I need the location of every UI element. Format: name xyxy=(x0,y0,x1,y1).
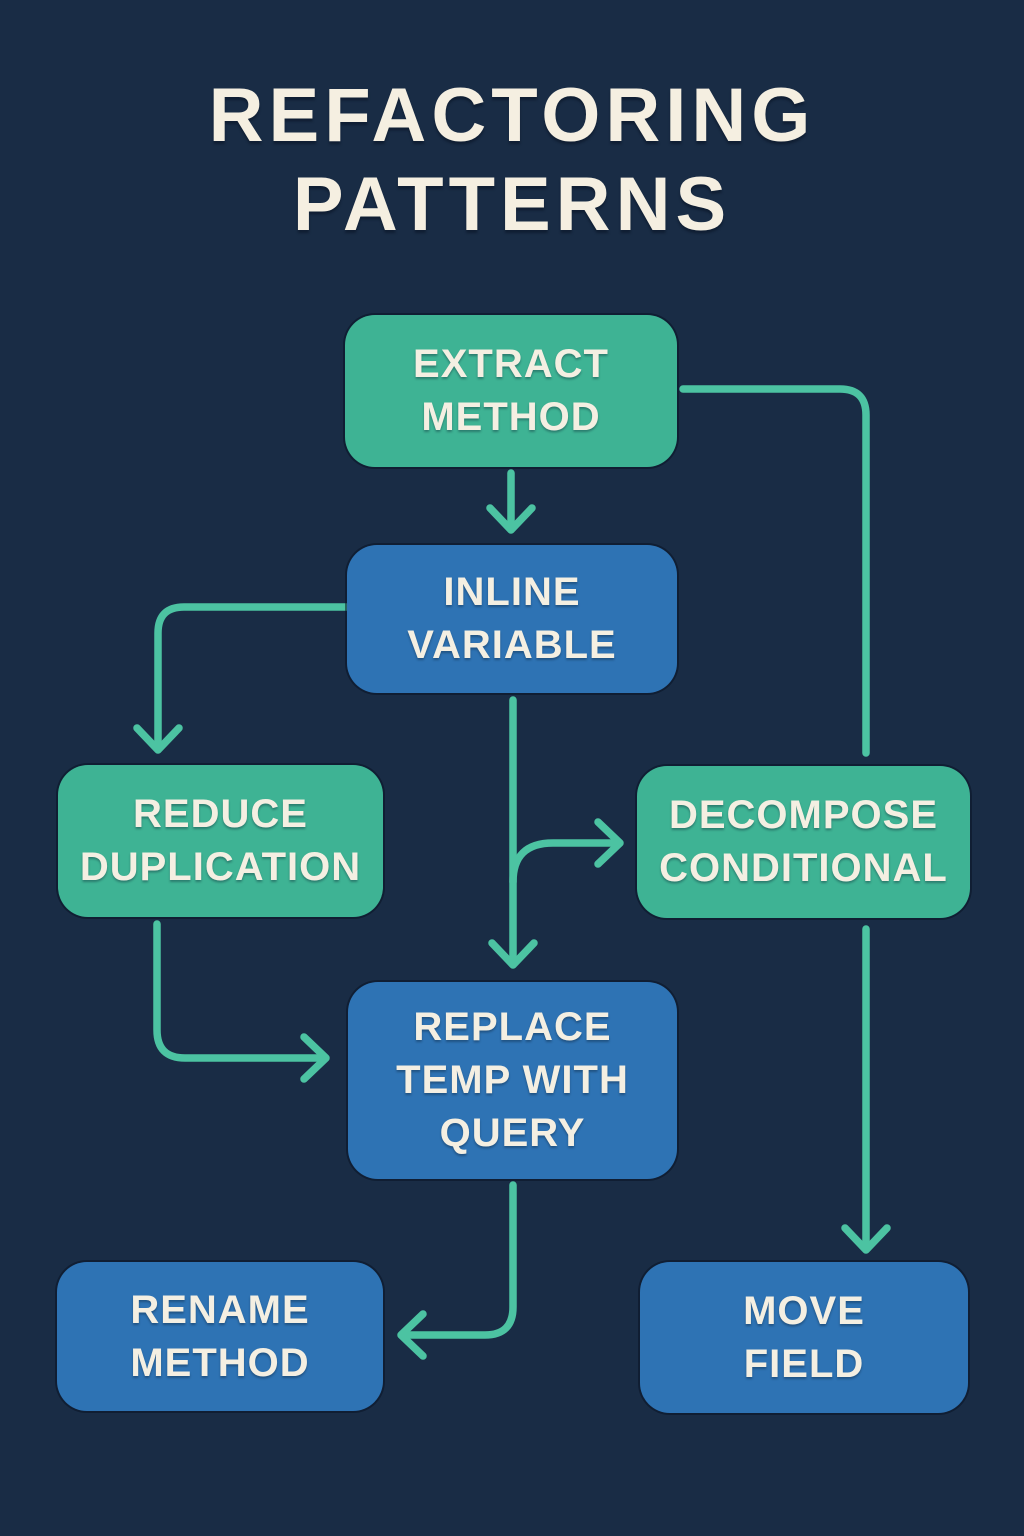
edge-replace-temp-with-query-to-rename-method xyxy=(397,1181,517,1360)
node-label: EXTRACT METHOD xyxy=(413,342,609,439)
arrowhead-down-icon xyxy=(133,724,183,754)
node-replace-temp-with-query: REPLACE TEMP WITH QUERY xyxy=(348,982,677,1179)
edge-inline-variable-to-decompose-conditional xyxy=(509,818,624,886)
page-title: REFACTORING PATTERNS xyxy=(0,72,1024,250)
node-label: REPLACE TEMP WITH QUERY xyxy=(396,1005,629,1155)
arrowhead-left-icon xyxy=(397,1310,427,1360)
arrowhead-right-icon xyxy=(300,1033,330,1083)
node-move-field: MOVE FIELD xyxy=(640,1262,968,1413)
node-inline-variable: INLINE VARIABLE xyxy=(347,545,677,693)
node-label: RENAME METHOD xyxy=(130,1287,310,1385)
edge-reduce-duplication-to-replace-temp-with-query xyxy=(153,920,330,1083)
node-label: REDUCE DUPLICATION xyxy=(79,792,362,889)
arrowhead-down-icon xyxy=(841,1224,891,1254)
node-reduce-duplication: REDUCE DUPLICATION xyxy=(58,765,383,917)
title-line-2: PATTERNS xyxy=(292,161,732,247)
node-label: MOVE FIELD xyxy=(743,1288,865,1386)
node-extract-method: EXTRACT METHOD xyxy=(345,315,677,467)
arrowhead-down-icon xyxy=(486,504,536,534)
node-rename-method: RENAME METHOD xyxy=(57,1262,383,1411)
node-decompose-conditional: DECOMPOSE CONDITIONAL xyxy=(637,766,970,918)
node-label: INLINE VARIABLE xyxy=(407,570,617,667)
edge-extract-method-to-inline-variable xyxy=(486,469,536,534)
arrowhead-down-icon xyxy=(488,939,538,969)
edge-inline-variable-to-replace-temp-with-query xyxy=(488,696,538,969)
title-line-1: REFACTORING xyxy=(208,73,816,158)
node-label: DECOMPOSE CONDITIONAL xyxy=(659,793,948,890)
arrowhead-right-icon xyxy=(594,818,624,868)
edge-inline-variable-to-reduce-duplication xyxy=(133,603,351,754)
edge-extract-method-to-move-field xyxy=(679,385,891,1254)
